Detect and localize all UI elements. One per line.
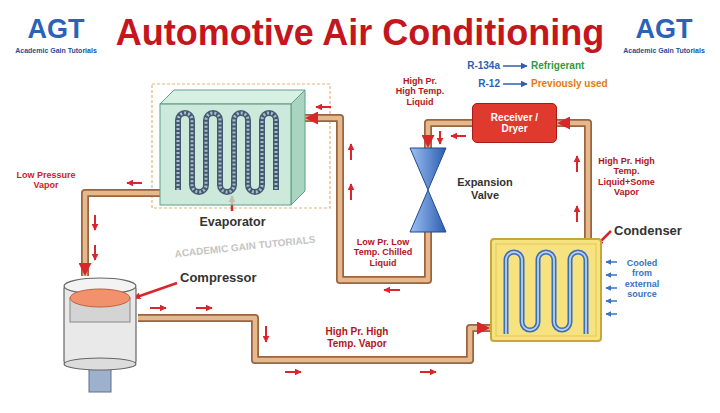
node-label: Condenser	[614, 224, 698, 239]
diagram-title: Automotive Air Conditioning	[0, 12, 720, 53]
compressor-bottom	[64, 358, 136, 370]
condenser-coil	[506, 252, 586, 334]
evaporator: Evaporator	[160, 90, 305, 205]
valve-lower-cone	[410, 190, 446, 232]
flow-arrow	[350, 184, 352, 200]
flow-arrow	[285, 371, 301, 373]
refrigerant-pipe	[138, 318, 490, 360]
flow-state-label: Low Pressure Vapor	[14, 170, 78, 191]
pipe-casing	[305, 118, 428, 280]
logo-subtitle: Academic Gain Tutorials	[616, 47, 712, 55]
expansion-valve-shape	[410, 148, 446, 232]
compressor-shape	[62, 276, 138, 394]
flow-arrow	[451, 135, 466, 137]
refrigerant-pipe	[305, 118, 428, 280]
cooling-arrow	[606, 313, 617, 315]
evaporator-side-face	[291, 90, 305, 205]
flow-arrow	[196, 307, 212, 309]
refrigerant-note: Refrigerant	[531, 60, 584, 72]
evaporator-coil	[178, 113, 276, 192]
refrigerant-pipe	[428, 123, 472, 148]
flow-arrow	[576, 206, 578, 222]
refrigerant-code: R-12	[448, 78, 500, 90]
flow-state-label: Low Pr. Low Temp. Chilled Liquid	[346, 237, 420, 268]
expansion-valve: Expansion Valve	[410, 148, 446, 232]
condenser-shape	[490, 238, 602, 342]
flow-arrow	[420, 371, 436, 373]
refrigerant-pipe	[557, 123, 588, 238]
cooling-arrow	[606, 287, 617, 289]
flow-arrow	[94, 215, 96, 230]
condenser-coil-highlight	[506, 252, 586, 334]
receiver-dryer: Receiver / Dryer	[472, 103, 557, 143]
cooling-arrow	[606, 261, 617, 263]
flow-state-label: High Pr. High Temp. Vapor	[312, 326, 402, 349]
compressor-piston-head	[70, 289, 130, 307]
cooling-note: Cooled from external source	[620, 258, 664, 299]
evaporator-front-face	[160, 104, 291, 205]
refrigerant-pipe	[85, 193, 160, 276]
refrigerant-note: Previously used	[531, 78, 608, 90]
pointer-arrow	[134, 283, 177, 298]
condenser-body	[491, 239, 601, 341]
valve-upper-cone	[410, 148, 446, 190]
node-label: Receiver / Dryer	[479, 112, 550, 135]
note-arrow	[503, 65, 527, 67]
pipe-casing	[85, 193, 160, 276]
node-label: Expansion Valve	[454, 176, 516, 201]
refrigerant-code: R-134a	[448, 60, 500, 72]
flow-state-label: High Pr. High Temp. Liquid	[392, 76, 448, 107]
pipe-casing	[557, 123, 588, 238]
cooling-arrow	[606, 274, 617, 276]
logo-text: AGT	[8, 14, 104, 45]
flow-arrow	[150, 307, 166, 309]
note-arrow	[503, 83, 527, 85]
flow-arrow	[439, 131, 441, 144]
node-label: Evaporator	[140, 215, 325, 229]
logo-subtitle: Academic Gain Tutorials	[8, 47, 104, 55]
evaporator-coil-fins	[178, 113, 276, 192]
node-label: Compressor	[180, 271, 280, 286]
flow-arrow	[94, 245, 96, 260]
condenser: Condenser	[490, 238, 602, 342]
flow-arrow	[350, 144, 352, 160]
cooling-arrow	[606, 300, 617, 302]
pipe-casing	[428, 123, 472, 148]
condenser-inner-frame	[496, 244, 596, 336]
pipe-casing	[138, 318, 490, 360]
flow-arrow	[127, 182, 142, 184]
logo-text: AGT	[616, 14, 712, 45]
evaporator-top-face	[160, 90, 305, 104]
watermark: ACADEMIC GAIN TUTORIALS	[165, 233, 325, 261]
flow-arrow	[316, 106, 331, 108]
evaporator-dashed-frame	[152, 84, 330, 208]
flow-arrow	[384, 289, 400, 291]
flow-state-label: High Pr. High Temp. Liquid+Some Vapor	[598, 156, 655, 197]
flow-arrow	[265, 326, 267, 342]
compressor-cylinder	[64, 286, 136, 364]
flow-arrow	[576, 156, 578, 172]
evaporator-shape	[160, 90, 305, 205]
compressor: Compressor	[62, 276, 138, 394]
